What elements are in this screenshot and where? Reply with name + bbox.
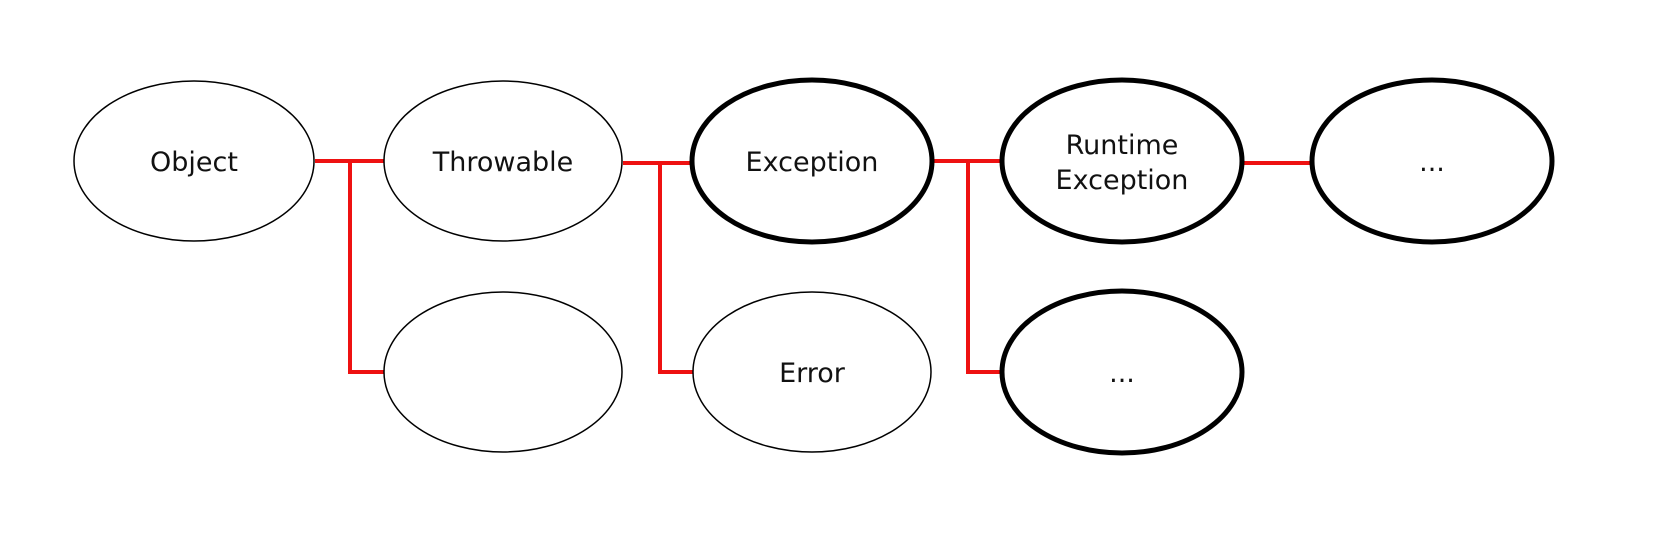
node-label-error: Error bbox=[779, 358, 846, 389]
connector-exception-other bbox=[966, 161, 1003, 374]
node-runtime-child: ... bbox=[1309, 77, 1555, 245]
node-shape bbox=[383, 80, 623, 242]
node-shape bbox=[999, 288, 1245, 456]
node-shape bbox=[73, 80, 315, 242]
node-shape bbox=[383, 291, 623, 453]
node-label-exception-other: ... bbox=[1109, 358, 1135, 389]
node-shape bbox=[689, 77, 935, 245]
node-runtime-exception: Runtime Exception bbox=[999, 77, 1245, 245]
node-label-runtime-child: ... bbox=[1419, 147, 1445, 178]
connector-object-blank bbox=[348, 161, 385, 374]
nodes: Object Throwable Exception Error Runtime… bbox=[73, 77, 1555, 456]
node-exception-other: ... bbox=[999, 288, 1245, 456]
node-shape bbox=[1309, 77, 1555, 245]
node-shape bbox=[692, 291, 932, 453]
node-error: Error bbox=[692, 291, 932, 453]
node-blank bbox=[383, 291, 623, 453]
node-label-throwable: Throwable bbox=[432, 147, 574, 178]
node-throwable: Throwable bbox=[383, 80, 623, 242]
connectors bbox=[315, 159, 1313, 374]
node-object: Object bbox=[73, 80, 315, 242]
node-label-runtime-exception-line1: Runtime bbox=[1066, 130, 1179, 161]
node-label-runtime-exception-line2: Exception bbox=[1056, 165, 1189, 196]
node-exception: Exception bbox=[689, 77, 935, 245]
node-shape bbox=[999, 77, 1245, 245]
connector-throwable-error bbox=[658, 163, 694, 374]
node-label-object: Object bbox=[150, 147, 238, 178]
node-label-exception: Exception bbox=[746, 147, 879, 178]
